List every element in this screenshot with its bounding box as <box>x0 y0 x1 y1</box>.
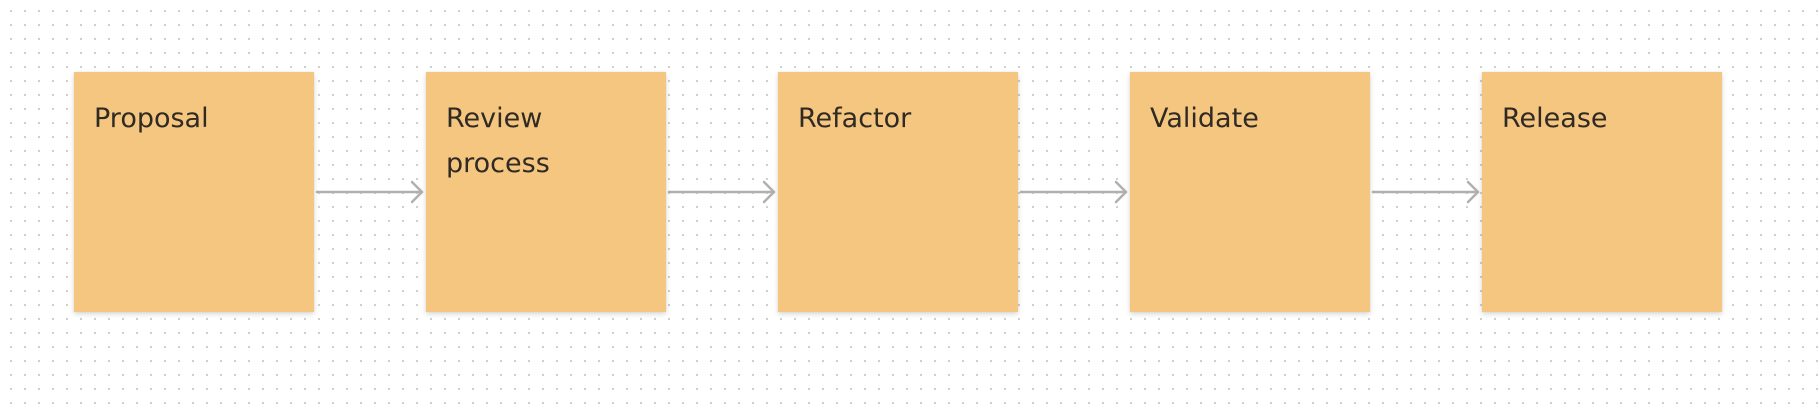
sticky-note-validate[interactable]: Validate <box>1130 72 1370 312</box>
sticky-note-text: Validate <box>1150 103 1259 134</box>
connector-4[interactable] <box>1371 180 1480 204</box>
sticky-note-release[interactable]: Release <box>1482 72 1722 312</box>
sticky-note-review-process[interactable]: Review process <box>426 72 666 312</box>
sticky-note-text: Release <box>1502 103 1608 134</box>
sticky-note-text: Review process <box>446 103 550 179</box>
connector-1[interactable] <box>315 180 424 204</box>
sticky-note-proposal[interactable]: Proposal <box>74 72 314 312</box>
sticky-note-refactor[interactable]: Refactor <box>778 72 1018 312</box>
connector-2[interactable] <box>667 180 776 204</box>
sticky-note-text: Refactor <box>798 103 912 134</box>
sticky-note-text: Proposal <box>94 103 209 134</box>
connector-3[interactable] <box>1019 180 1128 204</box>
